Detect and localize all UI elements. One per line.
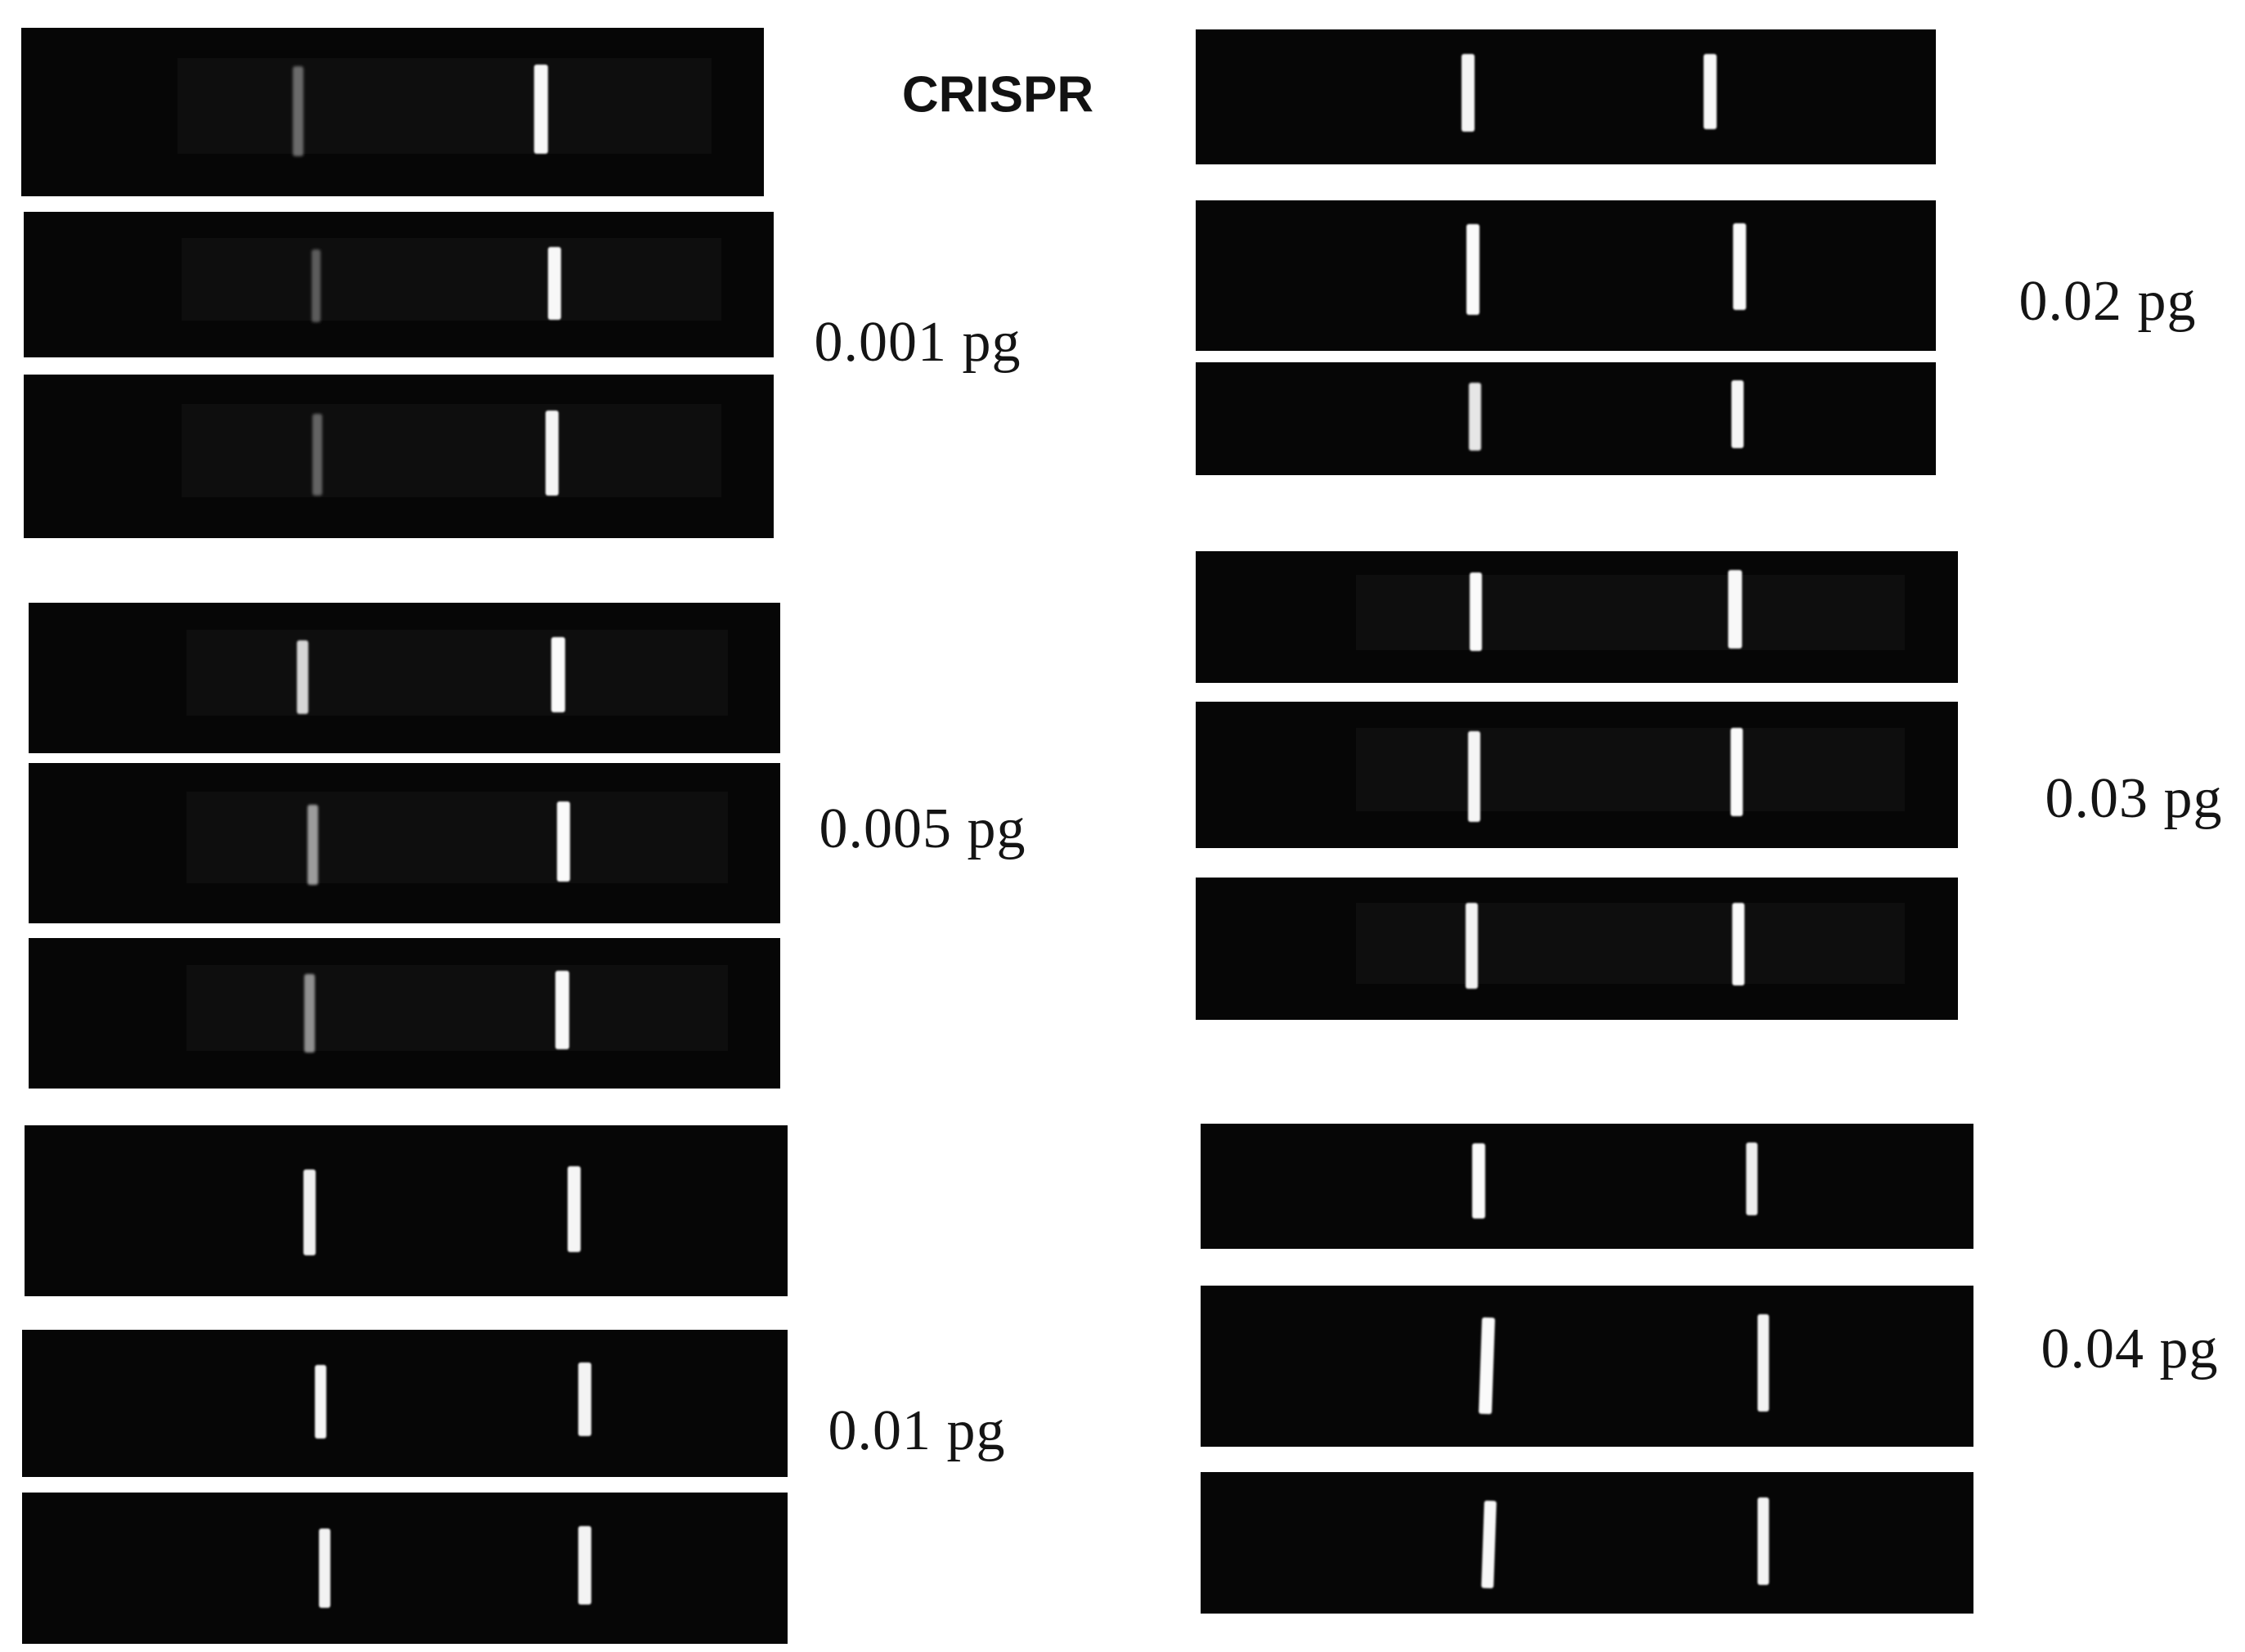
group-concentration-label: 0.001 pg bbox=[814, 311, 1021, 374]
test-line-band bbox=[312, 414, 323, 496]
membrane-pad bbox=[181, 404, 721, 497]
test-line-band bbox=[1478, 1318, 1495, 1415]
group-concentration-label: 0.02 pg bbox=[2018, 270, 2197, 333]
test-line-band bbox=[315, 1365, 327, 1439]
control-line-band bbox=[557, 801, 571, 882]
group-concentration-label: 0.03 pg bbox=[2045, 767, 2223, 830]
group-concentration-label: 0.01 pg bbox=[828, 1399, 1006, 1462]
lfa-strip bbox=[1196, 551, 1958, 683]
lfa-strip bbox=[24, 212, 774, 357]
control-line-band bbox=[1731, 380, 1744, 448]
membrane-pad bbox=[186, 792, 728, 883]
test-line-band bbox=[1461, 53, 1475, 132]
lfa-strip bbox=[25, 1125, 788, 1296]
lfa-strip bbox=[1196, 29, 1936, 164]
lfa-strip bbox=[1201, 1286, 1973, 1447]
lfa-strip bbox=[1201, 1124, 1973, 1249]
control-line-band bbox=[577, 1362, 591, 1436]
control-line-band bbox=[1757, 1497, 1769, 1586]
lfa-strip bbox=[29, 603, 780, 753]
test-line-band bbox=[1481, 1500, 1497, 1589]
lfa-strip bbox=[29, 763, 780, 923]
membrane-pad bbox=[181, 238, 721, 321]
lfa-strip bbox=[22, 1493, 788, 1644]
membrane-pad bbox=[1355, 728, 1905, 812]
control-line-band bbox=[555, 971, 569, 1050]
lfa-strip bbox=[1196, 200, 1936, 351]
test-line-band bbox=[1468, 382, 1481, 451]
control-line-band bbox=[1728, 569, 1743, 649]
membrane-pad bbox=[1355, 574, 1905, 650]
lfa-strip bbox=[29, 938, 780, 1089]
control-line-band bbox=[1733, 222, 1747, 311]
control-line-band bbox=[567, 1166, 581, 1252]
control-line-band bbox=[1703, 53, 1717, 130]
test-line-band bbox=[304, 974, 316, 1053]
test-line-band bbox=[1470, 572, 1483, 652]
test-line-band bbox=[293, 66, 304, 156]
control-line-band bbox=[577, 1525, 591, 1605]
control-line-band bbox=[1731, 728, 1744, 816]
lfa-strip bbox=[24, 375, 774, 538]
test-line-band bbox=[1465, 903, 1478, 989]
group-concentration-label: 0.005 pg bbox=[819, 797, 1026, 860]
test-line-band bbox=[1466, 224, 1480, 315]
membrane-pad bbox=[186, 630, 728, 716]
lfa-strip bbox=[22, 1330, 788, 1477]
test-line-band bbox=[297, 640, 309, 715]
membrane-pad bbox=[186, 965, 728, 1051]
control-line-band bbox=[534, 65, 549, 155]
control-line-band bbox=[1732, 903, 1745, 986]
control-line-band bbox=[546, 411, 559, 496]
lfa-strip bbox=[1196, 362, 1936, 475]
control-line-band bbox=[548, 246, 562, 320]
group-concentration-label: 0.04 pg bbox=[2041, 1318, 2219, 1380]
lfa-strip bbox=[1196, 702, 1958, 848]
test-line-band bbox=[307, 804, 318, 885]
control-line-band bbox=[1745, 1142, 1758, 1215]
test-line-band bbox=[312, 249, 321, 323]
control-line-band bbox=[551, 637, 566, 713]
lfa-strip bbox=[1196, 878, 1958, 1020]
lfa-strip bbox=[21, 28, 764, 196]
control-line-band bbox=[1757, 1314, 1769, 1412]
membrane-pad bbox=[177, 58, 712, 155]
test-line-band bbox=[318, 1529, 330, 1608]
lfa-strip bbox=[1201, 1472, 1973, 1614]
test-line-band bbox=[1472, 1143, 1486, 1219]
test-line-band bbox=[1467, 730, 1480, 822]
test-line-band bbox=[303, 1169, 316, 1255]
membrane-pad bbox=[1355, 903, 1905, 985]
figure-title: CRISPR bbox=[901, 66, 1094, 123]
